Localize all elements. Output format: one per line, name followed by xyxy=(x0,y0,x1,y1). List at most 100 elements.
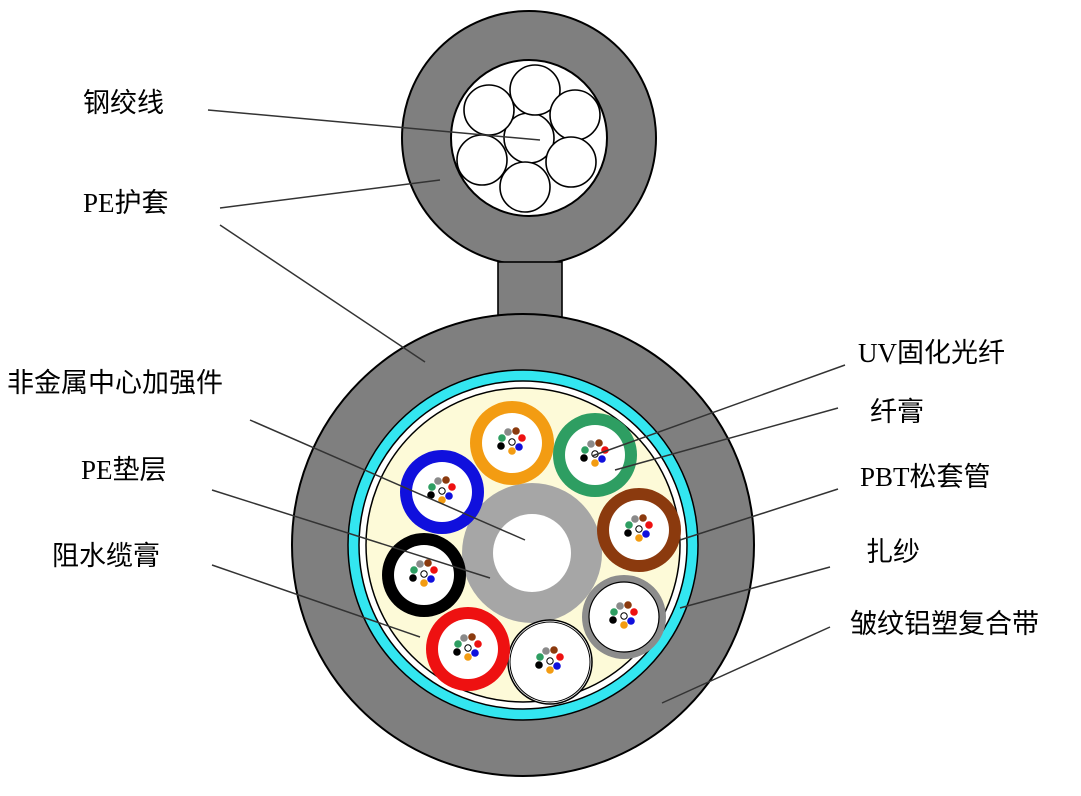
leader-pe-sheath-lower xyxy=(219,224,426,363)
leader-water-blocking xyxy=(211,564,421,638)
optical-fiber xyxy=(587,440,595,448)
optical-fiber xyxy=(556,653,564,661)
optical-fiber xyxy=(424,559,432,567)
optical-fiber xyxy=(535,661,543,669)
leader-steel-strand xyxy=(207,109,541,141)
leader-pbt-tube xyxy=(679,488,839,541)
optical-fiber xyxy=(438,496,446,504)
steel-wire xyxy=(545,136,597,188)
optical-fiber xyxy=(639,514,647,522)
pbt-loose-tube xyxy=(507,619,593,705)
optical-fiber xyxy=(642,530,650,538)
optical-fiber xyxy=(546,666,554,674)
optical-fiber xyxy=(624,601,632,609)
label-pbt-tube: PBT松套管 xyxy=(860,462,991,492)
label-central-strength-member: 非金属中心加强件 xyxy=(7,368,223,398)
optical-fiber xyxy=(620,621,628,629)
optical-fiber xyxy=(591,459,599,467)
leader-fiber-gel xyxy=(614,407,839,471)
optical-fiber xyxy=(464,653,472,661)
optical-fiber xyxy=(631,515,639,523)
label-pe-sheath: PE护套 xyxy=(83,188,169,218)
pbt-loose-tube xyxy=(597,488,681,572)
central-strength-member xyxy=(493,514,571,592)
optical-fiber xyxy=(460,634,468,642)
leader-pe-bedding xyxy=(211,489,491,579)
optical-fiber xyxy=(409,574,417,582)
optical-fiber xyxy=(624,529,632,537)
fiber-center xyxy=(635,525,643,533)
optical-fiber xyxy=(581,446,589,454)
optical-fiber xyxy=(445,492,453,500)
optical-fiber xyxy=(635,534,643,542)
optical-fiber xyxy=(595,439,603,447)
optical-fiber xyxy=(508,447,516,455)
label-water-blocking-compound: 阻水缆膏 xyxy=(52,541,160,571)
loose-tubes xyxy=(382,401,681,705)
label-fiber-gel: 纤膏 xyxy=(870,397,924,427)
label-corrugated-al-tape: 皱纹铝塑复合带 xyxy=(850,609,1039,639)
label-binder-yarn: 扎纱 xyxy=(866,537,920,567)
optical-fiber xyxy=(504,428,512,436)
optical-fiber xyxy=(627,617,635,625)
optical-fiber xyxy=(498,434,506,442)
optical-fiber xyxy=(420,579,428,587)
optical-fiber xyxy=(471,649,479,657)
optical-fiber xyxy=(630,608,638,616)
fiber-center xyxy=(546,657,554,665)
optical-fiber xyxy=(610,608,618,616)
optical-fiber xyxy=(625,521,633,529)
label-uv-fiber: UV固化光纤 xyxy=(858,338,1005,368)
fiber-center xyxy=(620,612,628,620)
steel-wire xyxy=(549,89,601,141)
fiber-center xyxy=(464,644,472,652)
pbt-loose-tube xyxy=(470,401,554,485)
pbt-loose-tube xyxy=(426,607,510,691)
pbt-loose-tube xyxy=(400,450,484,534)
pbt-loose-tube xyxy=(382,533,466,617)
optical-fiber xyxy=(536,653,544,661)
steel-wire xyxy=(499,161,551,213)
steel-wire xyxy=(456,134,508,186)
optical-fiber xyxy=(616,602,624,610)
steel-wire xyxy=(509,64,561,116)
leader-al-tape xyxy=(661,626,831,704)
optical-fiber xyxy=(497,442,505,450)
pbt-loose-tube xyxy=(582,575,666,659)
optical-fiber xyxy=(518,434,526,442)
leader-binder-yarn xyxy=(679,566,831,609)
optical-fiber xyxy=(454,640,462,648)
optical-fiber xyxy=(474,640,482,648)
fiber-center xyxy=(420,570,428,578)
optical-fiber xyxy=(550,646,558,654)
optical-fiber xyxy=(434,477,442,485)
sheath-neck xyxy=(497,261,563,323)
steel-wires xyxy=(456,64,601,213)
optical-fiber xyxy=(453,648,461,656)
optical-fiber xyxy=(598,455,606,463)
label-steel-strand: 钢绞线 xyxy=(83,88,164,118)
fiber-center xyxy=(508,438,516,446)
optical-fiber xyxy=(553,662,561,670)
optical-fiber xyxy=(542,647,550,655)
optical-fiber xyxy=(515,443,523,451)
fiber-center xyxy=(438,487,446,495)
optical-fiber xyxy=(645,521,653,529)
steel-wire xyxy=(463,84,515,136)
optical-fiber xyxy=(468,633,476,641)
optical-fiber xyxy=(580,454,588,462)
leader-pe-sheath-upper xyxy=(219,179,441,209)
optical-fiber xyxy=(428,483,436,491)
leader-central-member xyxy=(249,419,526,541)
optical-fiber xyxy=(427,575,435,583)
optical-fiber xyxy=(609,616,617,624)
optical-fiber xyxy=(448,483,456,491)
optical-fiber xyxy=(512,427,520,435)
label-pe-bedding: PE垫层 xyxy=(81,455,167,485)
optical-fiber xyxy=(430,566,438,574)
optical-fiber xyxy=(416,560,424,568)
optical-fiber xyxy=(442,476,450,484)
optical-fiber xyxy=(427,491,435,499)
leader-lines xyxy=(207,109,846,704)
